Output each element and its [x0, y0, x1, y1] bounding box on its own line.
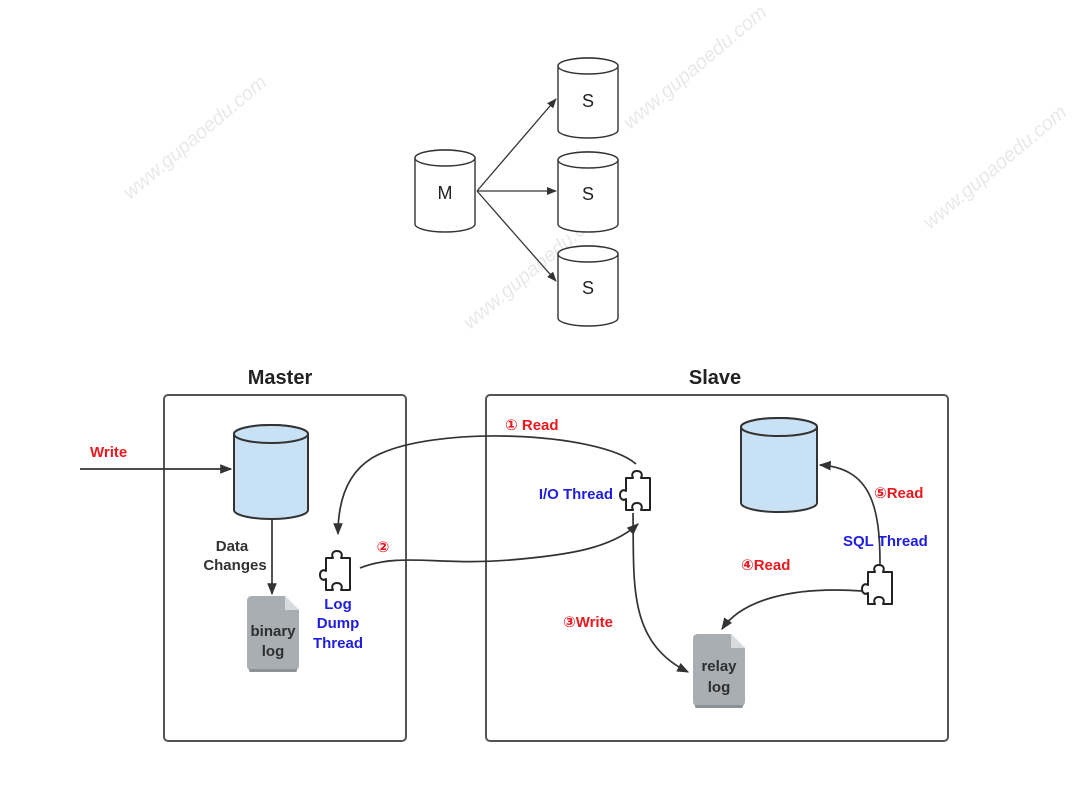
slave-node-label: S	[582, 184, 594, 204]
slave-node-label: S	[582, 91, 594, 111]
master-node-label: M	[438, 183, 453, 203]
read-relay-log-arrow	[721, 589, 863, 630]
step4-label: ④Read	[741, 557, 790, 574]
database-top	[557, 151, 619, 169]
top-topology: M S S S	[414, 57, 619, 327]
data-changes-label: Changes	[203, 557, 266, 574]
slave-database-icon	[740, 417, 818, 513]
database-top	[233, 424, 309, 444]
document-icon	[693, 634, 745, 707]
watermark-text: www.gupaoedu.com	[619, 1, 771, 134]
slave-node-1: S	[557, 57, 619, 139]
slave-title: Slave	[689, 367, 741, 389]
database-top	[740, 417, 818, 437]
database-top	[557, 57, 619, 75]
document-fold	[731, 634, 745, 648]
data-changes-label: Data	[216, 538, 249, 555]
slave-node-label: S	[582, 278, 594, 298]
document-fold	[285, 596, 299, 610]
slave-node-3: S	[557, 245, 619, 327]
relay-log: relay log	[693, 634, 745, 708]
log-dump-thread-puzzle-icon	[319, 550, 351, 591]
relay-log-label: log	[708, 679, 731, 696]
slave-box	[485, 394, 949, 742]
binary-log: binary log	[247, 596, 299, 672]
binary-log-label: log	[262, 643, 285, 660]
relay-log-label: relay	[701, 658, 737, 675]
step2-label: ②	[377, 539, 390, 556]
read-binlog-arrow	[333, 435, 637, 536]
watermark-text: www.gupaoedu.com	[919, 101, 1071, 234]
master-title: Master	[248, 367, 313, 389]
master-node: M	[414, 149, 476, 233]
log-dump-thread-label: Dump	[317, 615, 360, 632]
database-top	[414, 149, 476, 167]
watermark-text: www.gupaoedu.com	[119, 71, 271, 204]
step1-label: ① Read	[505, 417, 559, 434]
io-thread-label: I/O Thread	[539, 486, 613, 503]
document-shadow	[249, 669, 297, 672]
database-top	[557, 245, 619, 263]
log-dump-thread-label: Log	[324, 596, 352, 613]
write-relay-log-arrow	[632, 512, 690, 673]
document-icon	[247, 596, 299, 671]
write-label: Write	[90, 444, 127, 461]
master-box	[163, 394, 407, 742]
document-shadow	[695, 705, 743, 708]
apply-changes-arrow	[818, 460, 881, 565]
sql-thread-puzzle-icon	[861, 564, 893, 605]
log-dump-thread-label: Thread	[313, 635, 363, 652]
step5-label: ⑤Read	[874, 485, 923, 502]
step3-label: ③Write	[563, 614, 613, 631]
sql-thread-label: SQL Thread	[843, 533, 928, 550]
replication-arrow	[476, 98, 557, 192]
replication-arrow	[476, 190, 557, 282]
slave-node-2: S	[557, 151, 619, 233]
master-database-icon	[233, 424, 309, 520]
binary-log-label: binary	[250, 623, 296, 640]
send-binlog-arrow	[359, 523, 639, 569]
io-thread-puzzle-icon	[619, 470, 651, 511]
